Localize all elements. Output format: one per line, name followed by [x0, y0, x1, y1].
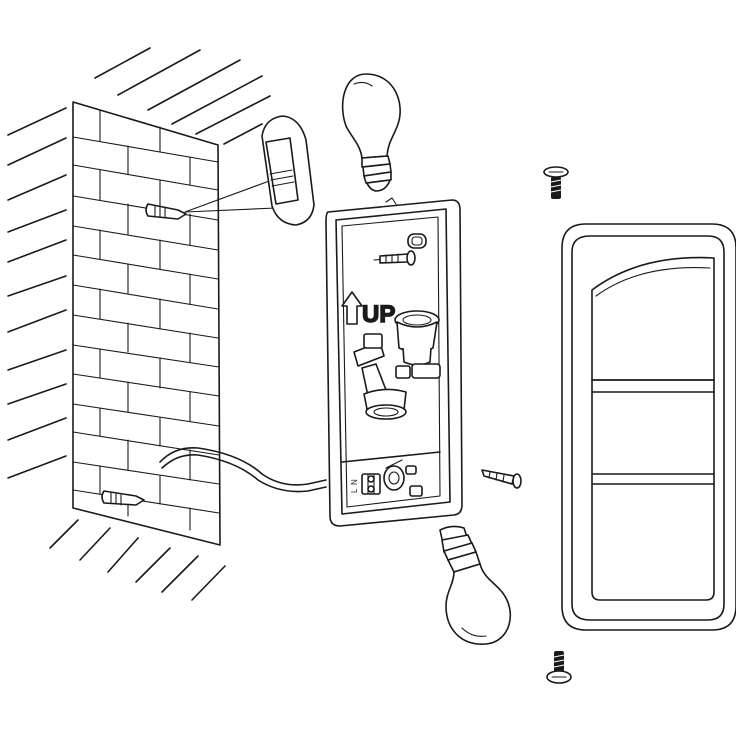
supply-cable-2 [161, 453, 327, 493]
light-bulb-top [341, 73, 401, 192]
front-cover [561, 223, 736, 631]
light-bulb-bottom [439, 525, 512, 645]
wall-hatching [7, 47, 271, 601]
terminal-label-n: N [350, 479, 359, 485]
wall-outline [72, 101, 221, 546]
mounting-screw-lower [481, 469, 522, 489]
wall-plug-detail-callout [184, 115, 315, 226]
cable-grommet [383, 459, 423, 497]
lamp-socket-upper [394, 310, 441, 379]
terminal-label-l: L [350, 488, 359, 493]
lamp-socket-lower [353, 333, 407, 420]
supply-cable [159, 446, 327, 486]
terminal-block [361, 473, 381, 495]
wall-plug-lower [101, 490, 145, 506]
mounting-slot [407, 233, 427, 249]
screw-bottom-right [546, 651, 572, 684]
wall-plug-upper [145, 203, 187, 220]
mounting-screw-upper [373, 250, 416, 266]
lamp-housing: UP N L [325, 197, 463, 527]
screw-top-right [543, 166, 569, 199]
brick-pattern [72, 109, 220, 531]
up-label: UP [362, 301, 395, 328]
wall [7, 47, 327, 601]
up-arrow [341, 291, 363, 325]
